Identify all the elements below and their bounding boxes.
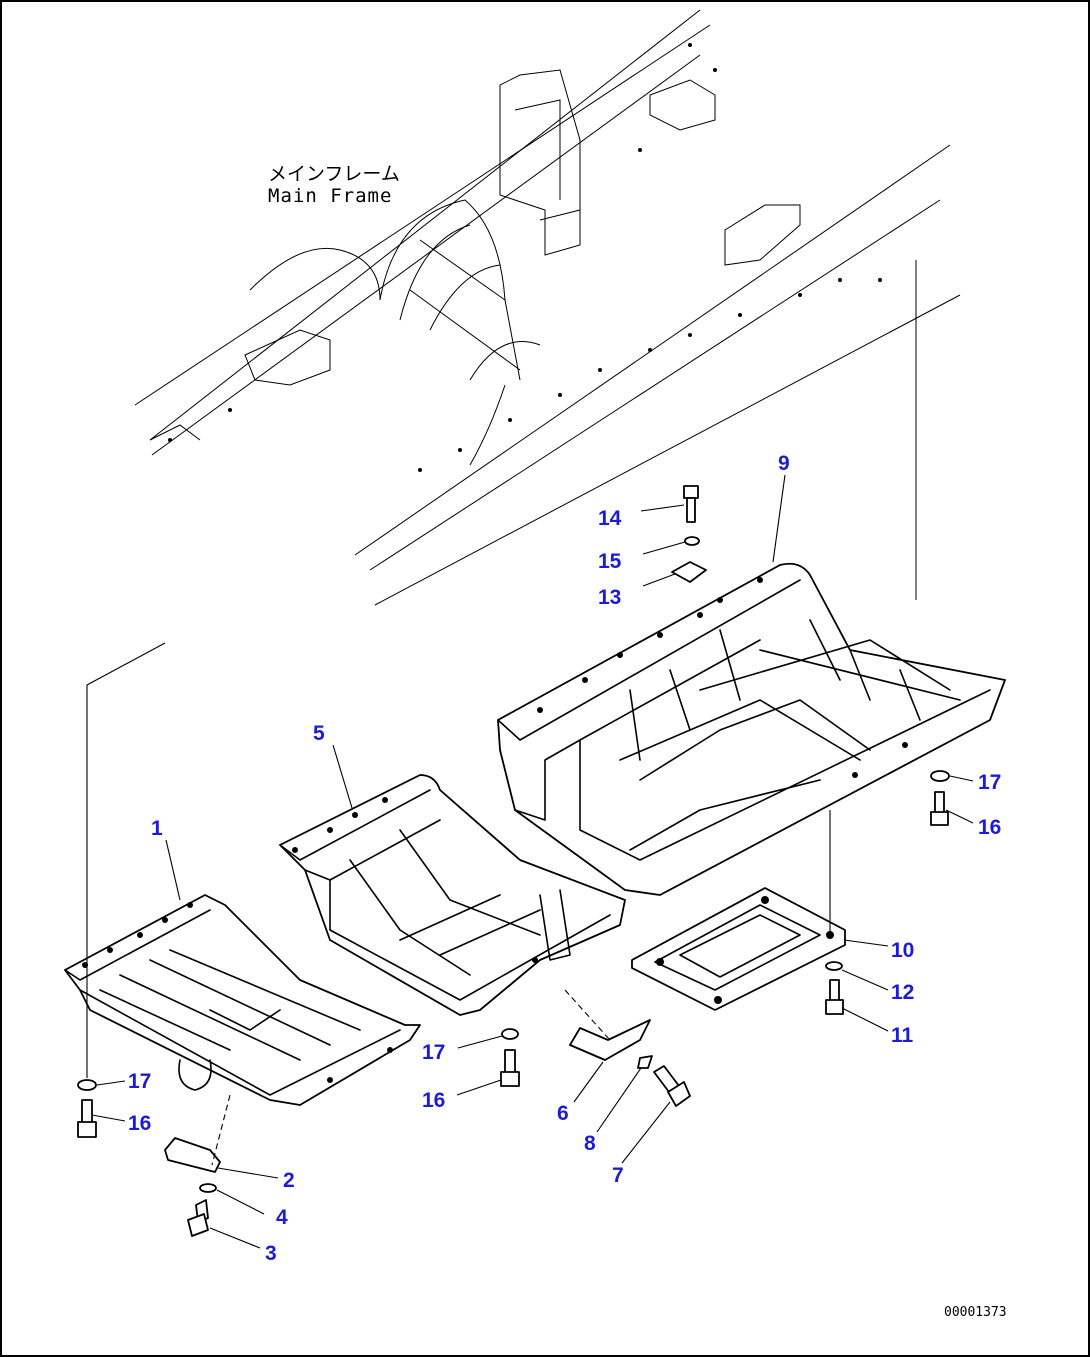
callout-14: 14 — [598, 507, 622, 530]
part-17-washer-icon — [77, 1079, 97, 1091]
callout-9: 9 — [778, 452, 790, 475]
callout-12: 12 — [891, 981, 914, 1004]
part-11-bolt-icon — [825, 979, 844, 1015]
main-frame-label-jp: メインフレーム — [268, 163, 400, 185]
part-2-plate — [164, 1137, 221, 1173]
part-14-bolt-icon — [683, 485, 699, 523]
drawing-code: 00001373 — [944, 1305, 1007, 1320]
leader-lines — [86, 474, 974, 1249]
callout-6: 6 — [557, 1102, 569, 1125]
callout-numbers: 1 2 3 4 5 6 7 8 9 10 11 12 13 14 15 16 1… — [128, 452, 1001, 1265]
part-15-washer-icon — [684, 536, 700, 546]
part-13-plate — [671, 561, 707, 583]
part-6-bracket — [569, 1019, 651, 1061]
part-16-bolt-icon — [500, 1049, 520, 1087]
part-16-bolt-icon — [930, 791, 949, 826]
callout-11: 11 — [891, 1024, 914, 1047]
callout-16: 16 — [978, 816, 1001, 839]
part-7-bolt-icon — [653, 1065, 691, 1107]
fasteners — [77, 485, 950, 1237]
callout-16: 16 — [128, 1112, 151, 1135]
callout-15: 15 — [598, 550, 622, 573]
part-8-washer-icon — [637, 1055, 653, 1069]
callout-17: 17 — [422, 1041, 445, 1064]
callout-2: 2 — [283, 1169, 295, 1192]
callout-5: 5 — [313, 722, 325, 745]
callout-17: 17 — [978, 771, 1001, 794]
part-3-bolt-icon — [187, 1199, 209, 1237]
part-9-under-guard-rear — [497, 562, 1006, 896]
part-17-washer-icon — [930, 770, 950, 782]
part-4-washer-icon — [199, 1183, 217, 1193]
callout-16: 16 — [422, 1089, 445, 1112]
callout-4: 4 — [276, 1206, 288, 1229]
main-frame-outline — [134, 9, 961, 606]
callout-8: 8 — [584, 1132, 596, 1155]
part-17-washer-icon — [501, 1028, 519, 1040]
callout-7: 7 — [612, 1164, 624, 1187]
callout-1: 1 — [151, 817, 163, 840]
part-1-under-guard-front — [64, 894, 421, 1106]
callout-10: 10 — [891, 939, 914, 962]
callout-13: 13 — [598, 586, 621, 609]
main-frame-label-en: Main Frame — [268, 185, 392, 207]
part-5-under-guard-center — [279, 774, 626, 1016]
part-12-washer-icon — [825, 961, 843, 971]
part-10-cover-plate — [631, 887, 846, 1011]
part-16-bolt-icon — [77, 1099, 97, 1138]
callout-17: 17 — [128, 1070, 151, 1093]
callout-3: 3 — [265, 1242, 277, 1265]
